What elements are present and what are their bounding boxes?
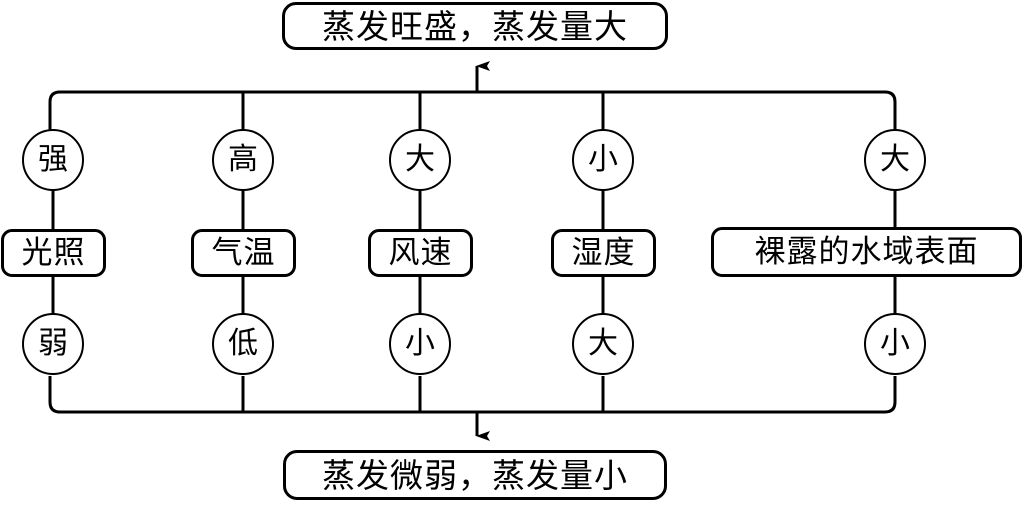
level-circle-high-3: 大 <box>389 129 451 191</box>
outcome-box-high-evaporation: 蒸发旺盛，蒸发量大 <box>282 2 668 50</box>
outcome-box-low-evaporation: 蒸发微弱，蒸发量小 <box>283 450 667 500</box>
factor-box-4: 湿度 <box>551 229 656 277</box>
level-circle-low-3: 小 <box>389 313 451 375</box>
factor-box-2: 气温 <box>191 229 296 277</box>
level-circle-high-5: 大 <box>864 129 926 191</box>
factor-box-5: 裸露的水域表面 <box>711 227 1022 277</box>
level-circle-high-2: 高 <box>212 129 274 191</box>
level-circle-low-2: 低 <box>212 313 274 375</box>
level-circle-high-4: 小 <box>572 129 634 191</box>
factor-box-3: 风速 <box>368 229 473 277</box>
level-circle-low-5: 小 <box>864 313 926 375</box>
level-circle-high-1: 强 <box>22 129 84 191</box>
level-circle-low-1: 弱 <box>22 313 84 375</box>
factor-box-1: 光照 <box>1 229 106 277</box>
level-circle-low-4: 大 <box>572 313 634 375</box>
